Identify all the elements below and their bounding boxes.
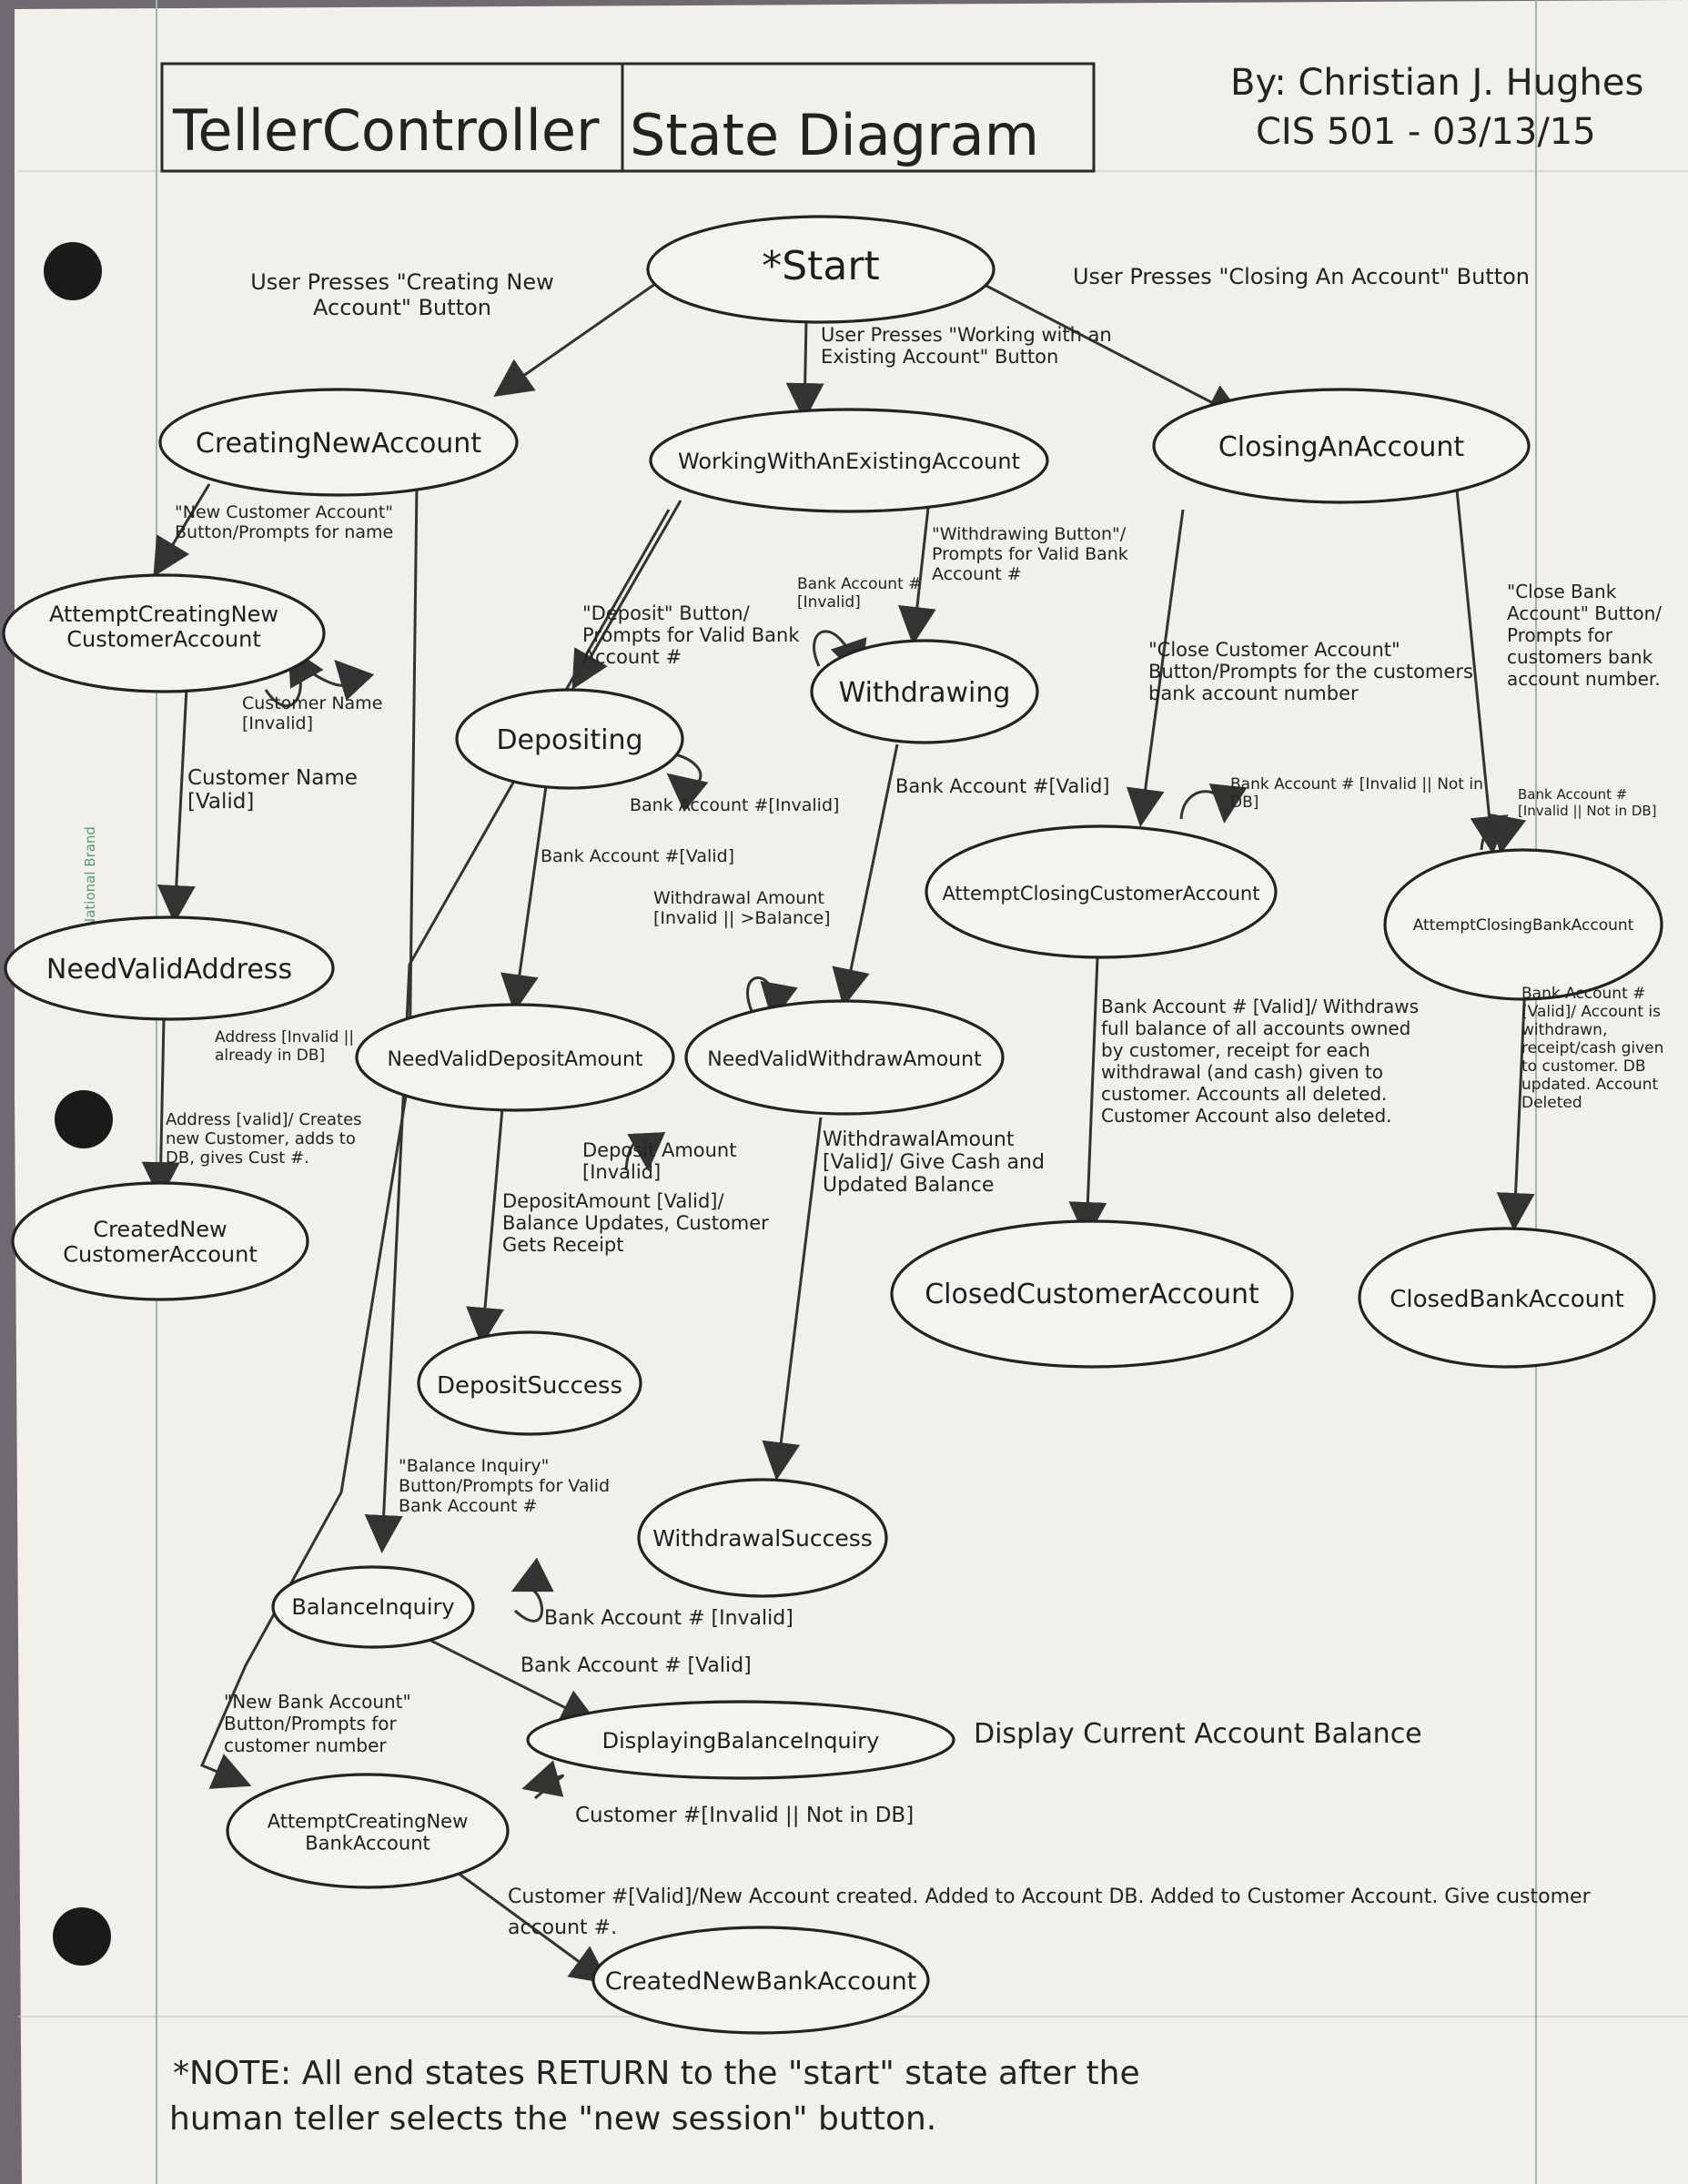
footer-note: *NOTE: All end states RETURN to the "sta…: [169, 2055, 1140, 2138]
title-right: State Diagram: [630, 102, 1039, 168]
binder-hole-bottom: [53, 1907, 111, 1966]
state-label: NeedValidDepositAmount: [387, 1048, 642, 1071]
state-deposit-success[interactable]: DepositSuccess: [417, 1330, 642, 1436]
note-line-2: human teller selects the "new session" b…: [169, 2100, 936, 2138]
state-attempt-closing-bank-account[interactable]: AttemptClosingBankAccount: [1383, 848, 1663, 1001]
label-to-creating: User Presses "Creating New Account" Butt…: [250, 269, 554, 320]
state-label: WithdrawalSuccess: [652, 1525, 873, 1552]
state-attempt-closing-customer-account[interactable]: AttemptClosingCustomerAccount: [925, 824, 1278, 959]
state-label: *Start: [762, 243, 880, 289]
margin-lines: [156, 0, 1537, 2184]
transition-labels: User Presses "Creating New Account" Butt…: [166, 264, 1664, 1939]
label-closing-bank-valid: Bank Account #[Valid]/ Account is withdr…: [1521, 985, 1664, 1112]
label-customer-valid: Customer #[Valid]/New Account created. A…: [508, 1886, 1591, 1939]
label-address-invalid: Address [Invalid || already in DB]: [215, 1028, 355, 1065]
label-bank-acct-invalid-d: Bank Account #[Invalid]: [630, 795, 840, 815]
label-address-valid: Address [valid]/ Creates new Customer, a…: [166, 1110, 362, 1168]
state-label: CreatingNewAccount: [196, 428, 481, 460]
title-box: [160, 62, 1096, 173]
state-label: WorkingWithAnExistingAccount: [678, 449, 1020, 474]
state-label: AttemptClosingCustomerAccount: [943, 883, 1260, 905]
transitions: [141, 282, 1535, 1985]
label-customer-invalid: Customer #[Invalid || Not in DB]: [575, 1804, 915, 1827]
state-created-new-bank-account[interactable]: CreatedNewBankAccount: [591, 1926, 930, 2035]
label-closing-customer-invalid: Bank Account # [Invalid || Not in DB]: [1230, 775, 1483, 812]
state-label: ClosedBankAccount: [1390, 1286, 1624, 1313]
state-need-valid-deposit-amount[interactable]: NeedValidDepositAmount: [355, 1003, 675, 1112]
label-bank-acct-valid-w: Bank Account #[Valid]: [895, 775, 1110, 797]
label-balance-invalid: Bank Account # [Invalid]: [544, 1607, 793, 1630]
label-closing-customer-valid: Bank Account # [Valid]/ Withdraws full b…: [1101, 996, 1420, 1127]
label-to-working: User Presses "Working with an Existing A…: [821, 324, 1112, 368]
label-deposit-amount-valid: DepositAmount [Valid]/ Balance Updates, …: [502, 1190, 769, 1256]
label-display-balance: Display Current Account Balance: [974, 1718, 1422, 1750]
binder-hole-middle: [55, 1090, 113, 1148]
label-withdrawing-button: "Withdrawing Button"/ Prompts for Valid …: [932, 524, 1128, 584]
state-closing-an-account[interactable]: ClosingAnAccount: [1152, 388, 1531, 504]
course-date: CIS 501 - 03/13/15: [1256, 111, 1596, 153]
label-withdraw-amount-valid: WithdrawalAmount [Valid]/ Give Cash and …: [823, 1128, 1045, 1197]
state-depositing[interactable]: Depositing: [455, 688, 684, 790]
label-balance-button: "Balance Inquiry" Button/Prompts for Val…: [399, 1456, 611, 1516]
state-withdrawing[interactable]: Withdrawing: [810, 639, 1039, 744]
state-label: NeedValidAddress: [46, 954, 292, 986]
state-label: ClosingAnAccount: [1218, 431, 1465, 463]
state-need-valid-withdraw-amount[interactable]: NeedValidWithdrawAmount: [684, 999, 1005, 1116]
label-new-customer-button: "New Customer Account" Button/Prompts fo…: [175, 502, 394, 542]
author: By: Christian J. Hughes: [1230, 62, 1643, 104]
label-new-bank-button: "New Bank Account" Button/Prompts for cu…: [224, 1691, 411, 1756]
label-deposit-button: "Deposit" Button/ Prompts for Valid Bank…: [582, 602, 800, 668]
state-label: ClosedCustomerAccount: [925, 1279, 1259, 1310]
label-customer-name-invalid: Customer Name [Invalid]: [242, 693, 383, 733]
note-line-1: *NOTE: All end states RETURN to the "sta…: [173, 2055, 1140, 2092]
state-need-valid-address[interactable]: NeedValidAddress: [4, 915, 335, 1021]
state-label: Depositing: [496, 724, 642, 756]
paper-brand: National Brand: [82, 826, 98, 928]
label-balance-valid: Bank Account # [Valid]: [521, 1654, 752, 1677]
label-withdraw-amount-invalid: Withdrawal Amount [Invalid || >Balance]: [653, 888, 831, 928]
title-left: TellerController: [172, 97, 600, 164]
state-start[interactable]: *Start: [646, 215, 996, 324]
label-bank-acct-invalid-w: Bank Account #[Invalid]: [797, 575, 922, 612]
state-working-with-existing-account[interactable]: WorkingWithAnExistingAccount: [649, 408, 1049, 513]
state-label: CreatedNewBankAccount: [605, 1967, 917, 1996]
label-deposit-amount-invalid: Deposit Amount [Invalid]: [582, 1139, 737, 1183]
state-withdrawal-success[interactable]: WithdrawalSuccess: [637, 1478, 888, 1598]
label-customer-name-valid: Customer Name [Valid]: [187, 766, 358, 814]
state-creating-new-account[interactable]: CreatingNewAccount: [158, 388, 519, 497]
binder-hole-top: [44, 242, 102, 300]
state-label: DepositSuccess: [437, 1372, 622, 1400]
state-label: DisplayingBalanceInquiry: [602, 1728, 880, 1754]
state-balance-inquiry[interactable]: BalanceInquiry: [271, 1565, 475, 1649]
state-label: AttemptClosingBankAccount: [1413, 916, 1634, 935]
label-close-customer-button: "Close Customer Account" Button/Prompts …: [1148, 639, 1473, 704]
header: TellerController State Diagram By: Chris…: [160, 62, 1643, 173]
state-label: Withdrawing: [839, 677, 1011, 709]
label-to-closing: User Presses "Closing An Account" Button: [1072, 264, 1530, 289]
state-label: NeedValidWithdrawAmount: [707, 1048, 982, 1071]
label-closing-bank-invalid: Bank Account # [Invalid || Not in DB]: [1518, 786, 1657, 819]
state-label: BalanceInquiry: [291, 1594, 454, 1620]
states: *Start CreatingNewAccount WorkingWithAnE…: [2, 215, 1663, 2035]
label-bank-acct-valid-d: Bank Account #[Valid]: [541, 846, 735, 866]
state-closed-customer-account[interactable]: ClosedCustomerAccount: [890, 1219, 1294, 1369]
label-close-bank-button: "Close Bank Account" Button/ Prompts for…: [1507, 581, 1663, 690]
state-closed-bank-account[interactable]: ClosedBankAccount: [1358, 1227, 1656, 1369]
state-displaying-balance-inquiry[interactable]: DisplayingBalanceInquiry: [526, 1700, 955, 1780]
